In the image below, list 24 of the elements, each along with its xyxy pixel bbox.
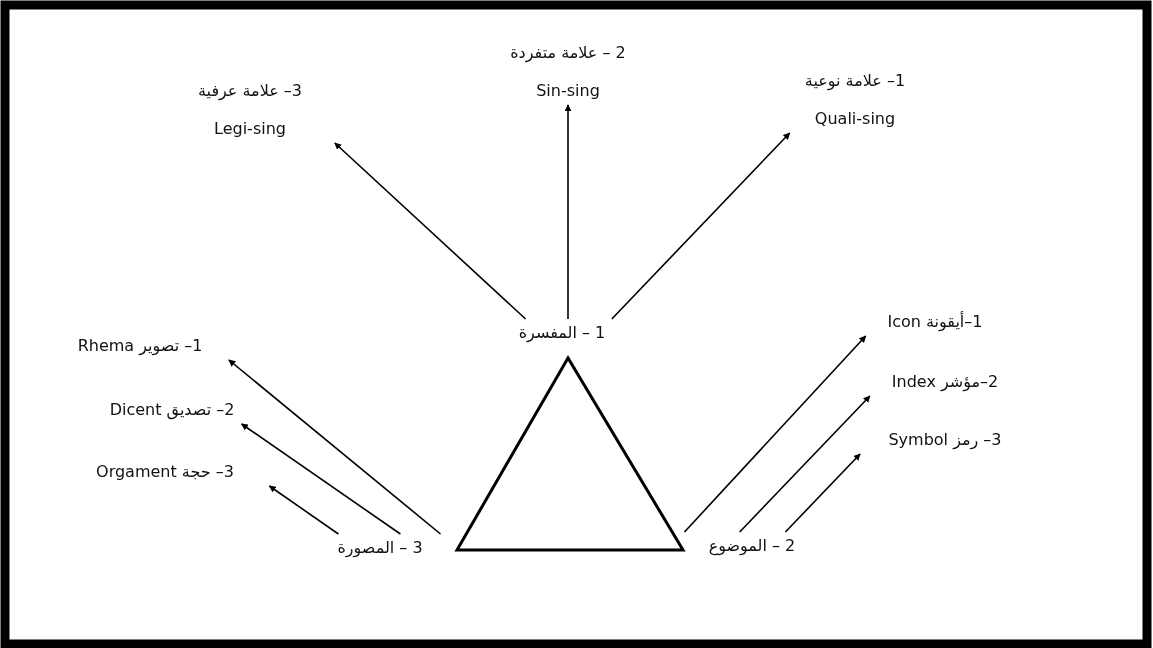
sign-label: 1– تصوير Rhema bbox=[40, 334, 240, 358]
arrow bbox=[784, 453, 861, 533]
sign-label: 3– رمز Symbol bbox=[855, 428, 1035, 452]
arrow bbox=[334, 142, 527, 320]
arrow bbox=[268, 485, 340, 535]
arrow bbox=[564, 104, 572, 320]
vertex-label: 1 – المفسرة bbox=[487, 321, 637, 345]
english-label: Sin-sing bbox=[535, 80, 601, 102]
sign-label: 2–مؤشر Index bbox=[860, 370, 1030, 394]
english-label: Legi-sing bbox=[213, 118, 287, 140]
arabic-label: 1– علامة نوعية bbox=[803, 70, 907, 93]
arrow bbox=[611, 132, 791, 320]
vertex-label: 3 – المصورة bbox=[295, 536, 465, 560]
sign-label: 2– تصديق Dicent bbox=[72, 398, 272, 422]
vertex-label: 2 – الموضوع bbox=[672, 534, 832, 558]
arabic-label: 3– علامة عرفية bbox=[197, 80, 303, 102]
arabic-label: 2 – علامة متفردة bbox=[509, 42, 627, 65]
sign-label: 1–أيقونة Icon bbox=[860, 310, 1010, 334]
sign-label: 3– حجة Orgament bbox=[60, 460, 270, 484]
arrow bbox=[738, 395, 871, 533]
arrow bbox=[240, 423, 402, 535]
english-label: Quali-sing bbox=[813, 108, 897, 130]
arrow bbox=[683, 335, 867, 533]
arrow bbox=[228, 359, 442, 535]
